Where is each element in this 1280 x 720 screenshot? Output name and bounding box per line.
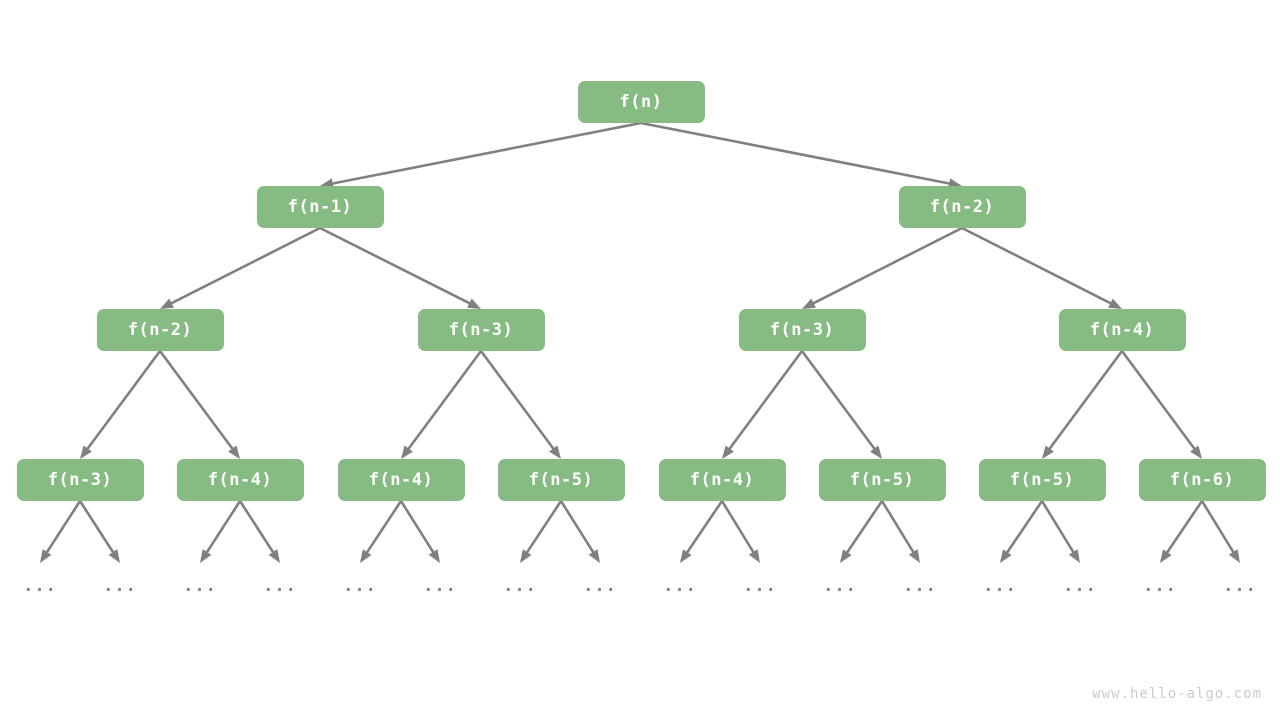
arrow-head-icon: [802, 298, 816, 309]
arrow-head-icon: [520, 549, 532, 563]
tree-node-l3-n3[interactable]: f(n-5): [497, 459, 625, 501]
edge-l3n7-right: [1200, 500, 1240, 563]
ellipsis-12: ...: [983, 576, 1017, 596]
arrow-head-icon: [160, 298, 174, 309]
tree-node-l3-n4[interactable]: f(n-4): [658, 459, 786, 501]
ellipsis-5: ...: [423, 576, 457, 596]
tree-node-l3-n1[interactable]: f(n-4): [176, 459, 304, 501]
arrow-head-icon: [80, 445, 92, 459]
arrow-head-icon: [1068, 549, 1080, 563]
arrow-head-icon: [588, 549, 600, 563]
arrow-head-icon: [1108, 298, 1122, 309]
tree-node-l2-n1[interactable]: f(n-3): [417, 309, 545, 351]
tree-node-l3-n2[interactable]: f(n-4): [337, 459, 465, 501]
tree-node-l3-n0[interactable]: f(n-3): [16, 459, 144, 501]
watermark: www.hello-algo.com: [1092, 686, 1262, 702]
ellipsis-8: ...: [663, 576, 697, 596]
arrow-head-icon: [1228, 549, 1240, 563]
edge-fn-to-fn1: [320, 121, 642, 189]
arrow-head-icon: [722, 445, 734, 459]
edge-l3n7-left: [1160, 500, 1204, 563]
edge-l2n2-right: [800, 350, 882, 459]
arrow-head-icon: [840, 549, 852, 563]
arrow-head-icon: [680, 549, 692, 563]
arrow-head-icon: [870, 445, 882, 459]
ellipsis-1: ...: [103, 576, 137, 596]
edge-l3n0-right: [78, 500, 120, 563]
ellipsis-10: ...: [823, 576, 857, 596]
tree-node-l3-n5[interactable]: f(n-5): [818, 459, 946, 501]
edge-l2n3-left: [1042, 350, 1124, 459]
ellipsis-0: ...: [23, 576, 57, 596]
ellipsis-9: ...: [743, 576, 777, 596]
edge-l3n1-right: [238, 500, 280, 563]
tree-node-l0-n0[interactable]: f(n): [577, 81, 705, 123]
tree-node-l2-n3[interactable]: f(n-4): [1058, 309, 1186, 351]
ellipsis-4: ...: [343, 576, 377, 596]
edge-l2n0-right: [158, 350, 240, 459]
tree-node-l1-n1[interactable]: f(n-2): [898, 186, 1026, 228]
edge-l3n0-left: [40, 500, 82, 563]
edge-fn1-to-fn3: [319, 226, 481, 309]
arrow-head-icon: [1042, 445, 1054, 459]
tree-node-l3-n6[interactable]: f(n-5): [978, 459, 1106, 501]
edge-l2n1-left: [401, 350, 483, 459]
arrow-head-icon: [748, 549, 760, 563]
edge-l3n4-right: [720, 500, 760, 563]
tree-node-l2-n2[interactable]: f(n-3): [738, 309, 866, 351]
arrow-head-icon: [108, 549, 120, 563]
edge-l3n2-left: [360, 500, 403, 563]
edge-fn2-to-fn4: [961, 226, 1122, 309]
arrow-head-icon: [401, 445, 413, 459]
arrow-head-icon: [1190, 445, 1202, 459]
edge-fn2-to-fn3: [802, 226, 963, 309]
arrow-head-icon: [200, 549, 212, 563]
ellipsis-11: ...: [903, 576, 937, 596]
edge-l3n3-left: [520, 500, 563, 563]
edge-l2n1-right: [479, 350, 561, 459]
edge-l3n6-right: [1040, 500, 1080, 563]
edge-fn1-to-fn2: [160, 226, 321, 309]
ellipsis-13: ...: [1063, 576, 1097, 596]
tree-node-l3-n7[interactable]: f(n-6): [1138, 459, 1266, 501]
arrow-head-icon: [428, 549, 440, 563]
arrow-head-icon: [1160, 549, 1172, 563]
tree-node-l1-n0[interactable]: f(n-1): [256, 186, 384, 228]
ellipsis-6: ...: [503, 576, 537, 596]
edge-l3n3-right: [559, 500, 600, 563]
arrow-head-icon: [228, 445, 240, 459]
edge-l3n4-left: [680, 500, 724, 563]
edge-l3n1-left: [200, 500, 242, 563]
ellipsis-14: ...: [1143, 576, 1177, 596]
ellipsis-7: ...: [583, 576, 617, 596]
arrow-head-icon: [549, 445, 561, 459]
arrow-head-icon: [467, 298, 481, 309]
arrow-head-icon: [40, 549, 52, 563]
arrow-head-icon: [360, 549, 372, 563]
edge-l2n0-left: [80, 350, 162, 459]
tree-node-l2-n0[interactable]: f(n-2): [96, 309, 224, 351]
edge-l3n5-right: [880, 500, 920, 563]
arrow-head-icon: [1000, 549, 1012, 563]
arrow-head-icon: [908, 549, 920, 563]
ellipsis-3: ...: [263, 576, 297, 596]
edge-l3n2-right: [399, 500, 440, 563]
arrow-head-icon: [268, 549, 280, 563]
edge-l3n5-left: [840, 500, 884, 563]
edge-l2n2-left: [722, 350, 804, 459]
ellipsis-2: ...: [183, 576, 217, 596]
ellipsis-15: ...: [1223, 576, 1257, 596]
edge-fn-to-fn2: [640, 121, 962, 189]
edge-l3n6-left: [1000, 500, 1044, 563]
edge-l2n3-right: [1120, 350, 1202, 459]
